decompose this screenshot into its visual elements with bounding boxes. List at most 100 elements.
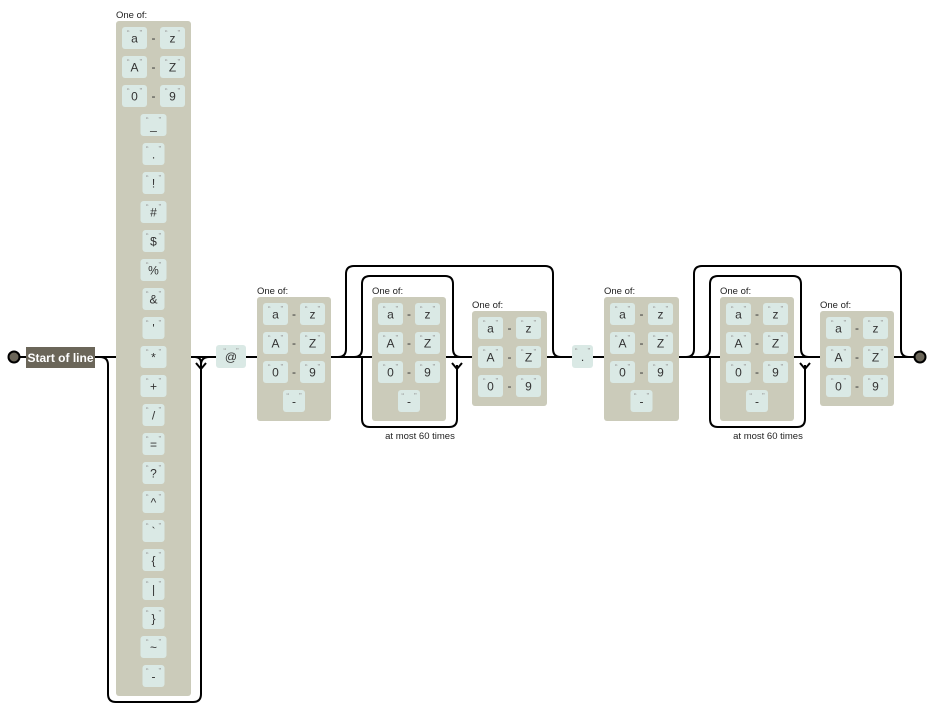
- literal-box: [140, 636, 167, 658]
- close-quote: ”: [159, 348, 162, 357]
- one-of-label: One of:: [820, 300, 851, 311]
- close-quote: ”: [159, 232, 162, 241]
- literal-char: z: [773, 308, 779, 322]
- close-quote: ”: [159, 203, 162, 212]
- literal-char: 0: [735, 366, 742, 380]
- open-quote: “: [521, 319, 524, 328]
- literal: “?”: [142, 462, 165, 484]
- open-quote: “: [831, 319, 834, 328]
- close-quote: ”: [396, 334, 399, 343]
- range: “A”-“Z”: [263, 332, 325, 354]
- literal-char: A: [386, 337, 394, 351]
- repeat-label: at most 60 times: [385, 431, 455, 442]
- open-quote: “: [268, 363, 271, 372]
- open-quote: “: [731, 305, 734, 314]
- literal: “}”: [142, 607, 165, 629]
- literal-box: [648, 332, 673, 354]
- literal: “!”: [142, 172, 165, 194]
- open-quote: “: [146, 116, 149, 125]
- open-quote: “: [286, 392, 289, 401]
- literal-char: Z: [424, 337, 431, 351]
- charset-box: [604, 297, 679, 421]
- dot-literal: “.”: [572, 345, 593, 368]
- literal-box: [140, 346, 167, 368]
- open-quote: “: [146, 406, 149, 415]
- open-quote: “: [268, 334, 271, 343]
- end-circle-icon: [913, 350, 927, 364]
- literal-box: [726, 361, 751, 383]
- open-quote: “: [146, 667, 149, 676]
- close-quote: ”: [236, 347, 239, 356]
- literal-char: A: [486, 351, 494, 365]
- range: “a”-“z”: [726, 303, 788, 325]
- literal-box: [763, 361, 788, 383]
- range: “A”-“Z”: [378, 332, 440, 354]
- literal-char: A: [618, 337, 626, 351]
- literal: “'”: [142, 317, 165, 339]
- domain-label-start-charset: One of:“a”-“z”“A”-“Z”“0”-“9”“-”: [257, 286, 331, 421]
- literal-box: [516, 346, 541, 368]
- open-quote: “: [483, 377, 486, 386]
- close-quote: ”: [159, 406, 162, 415]
- close-quote: ”: [281, 363, 284, 372]
- literal-char: Z: [872, 351, 879, 365]
- literal: “a”: [263, 303, 288, 325]
- open-quote: “: [653, 334, 656, 343]
- start-of-line-label: Start of line: [27, 351, 93, 365]
- literal-char: +: [150, 380, 157, 394]
- literal: “0”: [122, 85, 147, 107]
- close-quote: ”: [159, 580, 162, 589]
- open-quote: “: [146, 580, 149, 589]
- open-quote: “: [653, 363, 656, 372]
- literal-char: a: [619, 308, 626, 322]
- literal-box: [648, 361, 673, 383]
- range-dash: -: [855, 321, 859, 335]
- literal-char: ^: [151, 496, 157, 510]
- close-quote: ”: [881, 319, 884, 328]
- literal-char: a: [487, 322, 494, 336]
- open-quote: “: [146, 464, 149, 473]
- literal-box: [378, 332, 403, 354]
- literal-box: [863, 375, 888, 397]
- repeat-loop: [709, 357, 806, 428]
- literal: “z”: [415, 303, 440, 325]
- literal-char: |: [152, 583, 155, 597]
- close-quote: ”: [433, 363, 436, 372]
- literal: “Z”: [516, 346, 541, 368]
- range-dash: -: [407, 307, 411, 321]
- literal-char: 0: [387, 366, 394, 380]
- literal: “*”: [140, 346, 167, 368]
- open-quote: “: [305, 305, 308, 314]
- literal-char: 9: [424, 366, 431, 380]
- close-quote: ”: [433, 334, 436, 343]
- literal-char: @: [225, 350, 237, 364]
- literal-box: [142, 230, 165, 252]
- literal: “`”: [142, 520, 165, 542]
- close-quote: ”: [159, 522, 162, 531]
- optional-path: [701, 275, 810, 358]
- range: “A”-“Z”: [610, 332, 673, 354]
- tld-label-middle-charset: One of:“a”-“z”“A”-“Z”“0”-“9”“-”: [720, 286, 794, 421]
- literal-char: 9: [309, 366, 316, 380]
- open-quote: “: [146, 348, 149, 357]
- open-quote: “: [615, 305, 618, 314]
- literal-char: !: [152, 177, 155, 191]
- literal-char: .: [581, 350, 584, 364]
- literal-char: {: [151, 554, 155, 568]
- literal-char: #: [150, 206, 157, 220]
- open-quote: “: [383, 305, 386, 314]
- open-quote: “: [831, 377, 834, 386]
- literal: “9”: [863, 375, 888, 397]
- literal: “%”: [140, 259, 167, 281]
- range-dash: -: [152, 89, 156, 103]
- open-quote: “: [146, 203, 149, 212]
- open-quote: “: [146, 261, 149, 270]
- open-quote: “: [127, 29, 130, 38]
- close-quote: ”: [396, 363, 399, 372]
- start-of-line-anchor: [26, 347, 95, 368]
- literal-box: [746, 390, 768, 412]
- range: “a”-“z”: [122, 27, 185, 49]
- literal-box: [122, 85, 147, 107]
- close-quote: ”: [299, 392, 302, 401]
